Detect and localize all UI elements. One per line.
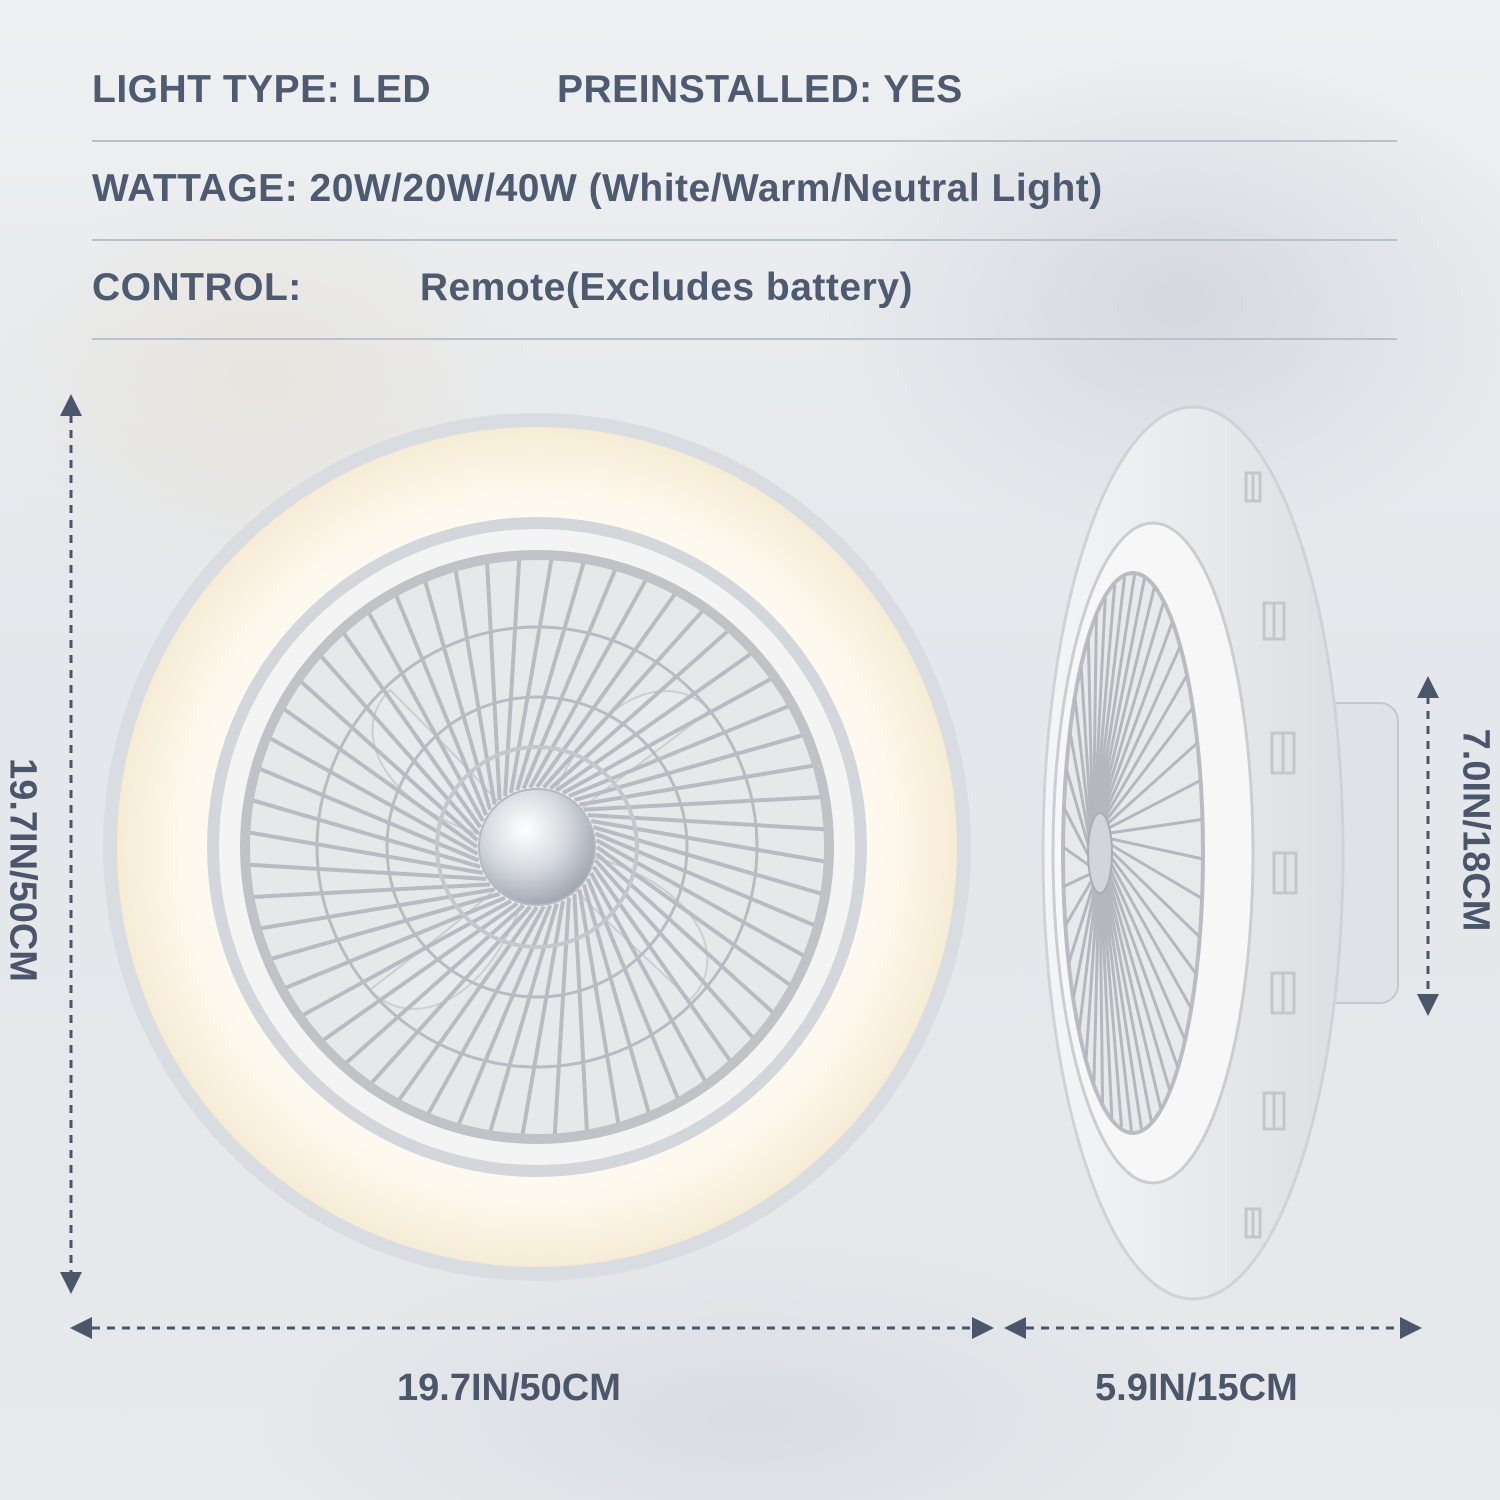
arrow-down-icon xyxy=(1417,994,1439,1016)
arrow-up-icon xyxy=(1417,676,1439,698)
light-type-spec: LIGHT TYPE: LED xyxy=(92,68,431,111)
spec-row-light: LIGHT TYPE: LED PREINSTALLED: YES xyxy=(92,40,1397,142)
wattage-spec: WATTAGE: 20W/20W/40W (White/Warm/Neutral… xyxy=(92,167,1103,210)
front-width-label: 19.7IN/50CM xyxy=(397,1367,621,1409)
arrow-right-icon xyxy=(1400,1317,1422,1339)
arrow-left-icon xyxy=(1004,1317,1026,1339)
arrow-left-icon xyxy=(70,1317,92,1339)
fan-front-view xyxy=(103,413,971,1281)
spec-row-wattage: WATTAGE: 20W/20W/40W (White/Warm/Neutral… xyxy=(92,139,1397,241)
preinstalled-spec: PREINSTALLED: YES xyxy=(557,68,963,111)
arrow-right-icon xyxy=(972,1317,994,1339)
arrow-up-icon xyxy=(60,394,82,416)
control-label: CONTROL: xyxy=(92,266,302,309)
front-height-label: 19.7IN/50CM xyxy=(1,758,44,982)
control-value: Remote(Excludes battery) xyxy=(419,266,913,309)
spec-row-control: CONTROL: Remote(Excludes battery) xyxy=(92,238,1397,340)
fan-side-view xyxy=(1041,405,1399,1301)
side-height-label: 7.0IN/18CM xyxy=(1454,728,1497,932)
side-depth-label: 5.9IN/15CM xyxy=(1095,1367,1298,1409)
arrow-down-icon xyxy=(60,1272,82,1294)
